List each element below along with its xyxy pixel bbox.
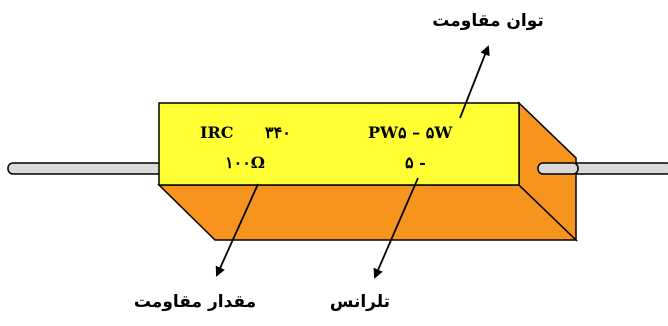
tolerance-label: تلرانس: [330, 292, 390, 312]
tolerance-arrow: [373, 177, 419, 279]
power-arrow: [459, 45, 490, 119]
resistance-value-arrow: [215, 183, 259, 277]
tolerance-text: ۵ -: [405, 153, 426, 172]
resistor-bottom-face: [157, 184, 578, 241]
resistance-value-label: مقدار مقاومت: [134, 292, 256, 312]
model-text: PW۵ – ۵W: [368, 123, 453, 142]
code-text: ۳۴۰: [265, 123, 291, 142]
left-lead: [7, 162, 163, 175]
right-lead-stub: [537, 162, 579, 175]
brand-text: IRC: [200, 123, 234, 142]
resistance-text: ۱۰۰Ω: [225, 153, 265, 172]
power-label: توان مقاومت: [432, 11, 544, 31]
resistor-front-face: [158, 102, 520, 186]
